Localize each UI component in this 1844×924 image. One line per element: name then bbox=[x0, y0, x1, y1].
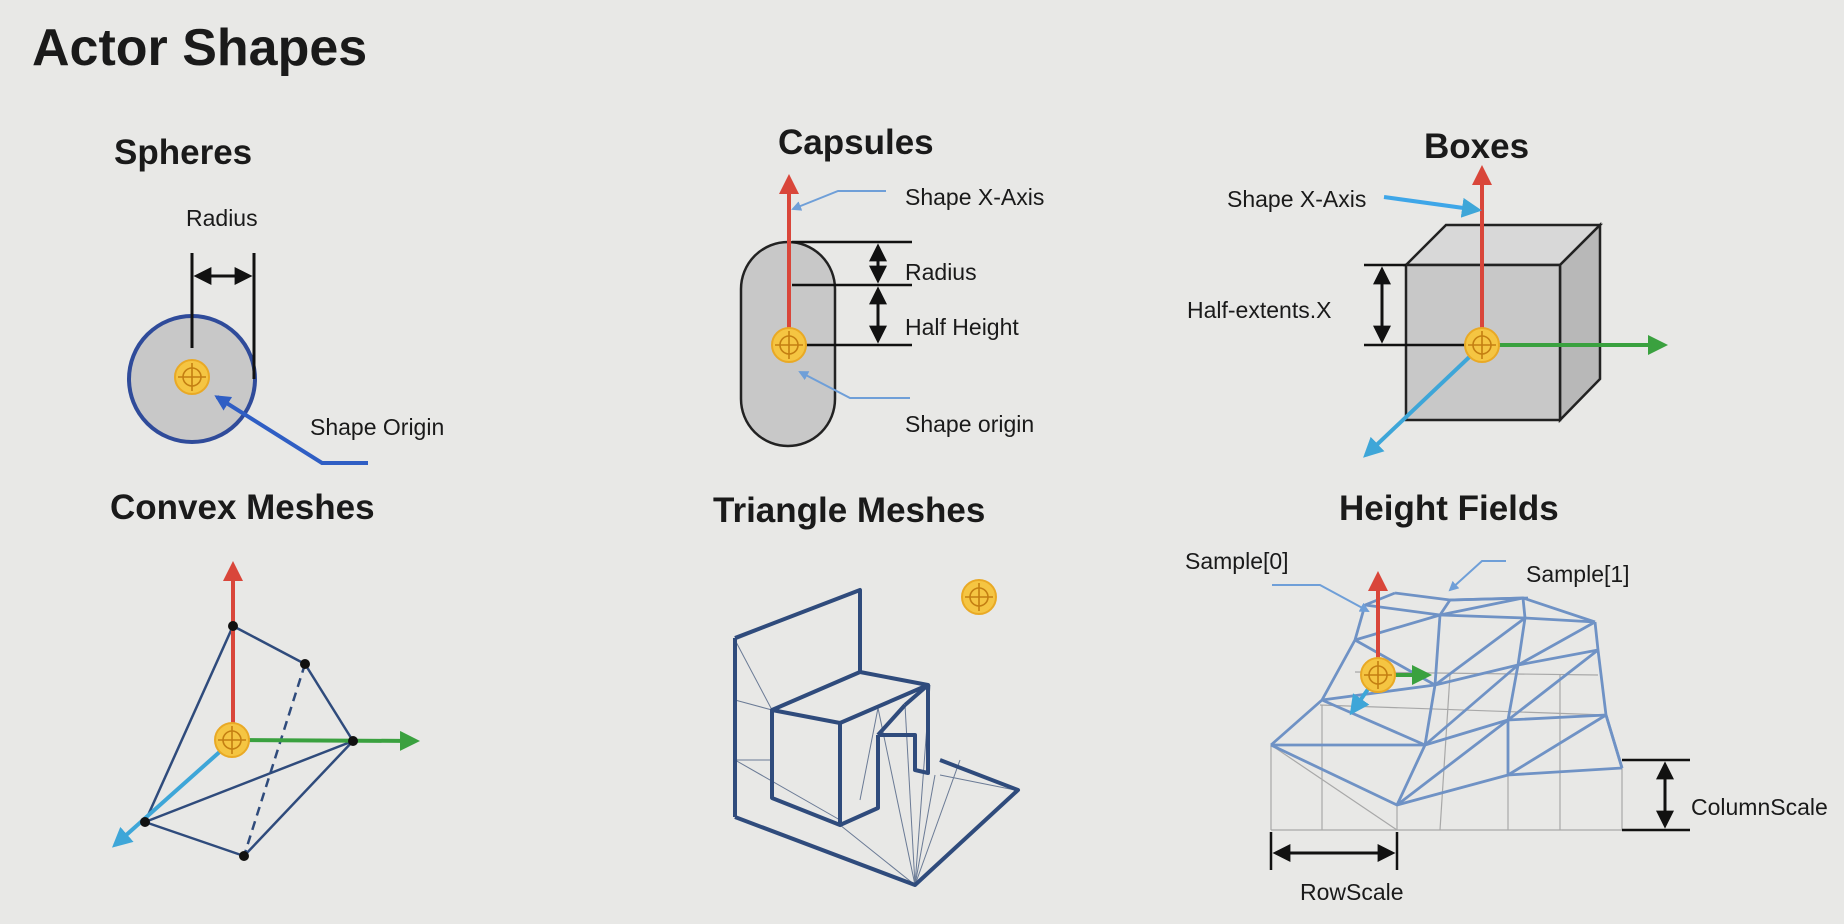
z-axis-arrow bbox=[112, 738, 235, 848]
capsules-title: Capsules bbox=[778, 123, 934, 162]
sphere-radius-label: Radius bbox=[186, 205, 258, 231]
capsule-half-height-label: Half Height bbox=[905, 314, 1019, 340]
origin-marker-icon bbox=[174, 359, 210, 395]
x-axis-pointer bbox=[1383, 195, 1482, 218]
box-half-extents-label: Half-extents.X bbox=[1187, 297, 1332, 323]
x-axis-pointer bbox=[791, 190, 886, 211]
convex-meshes-title: Convex Meshes bbox=[110, 488, 375, 527]
sample1-pointer bbox=[1448, 560, 1506, 592]
sphere-origin-label: Shape Origin bbox=[310, 414, 445, 440]
boxes-title: Boxes bbox=[1424, 127, 1530, 166]
sphere-diagram bbox=[127, 253, 368, 465]
capsule-radius-label: Radius bbox=[905, 259, 977, 285]
sample1-label: Sample[1] bbox=[1526, 561, 1630, 587]
sample0-pointer bbox=[1272, 584, 1370, 612]
page-title: Actor Shapes bbox=[32, 19, 368, 77]
height-fields-title: Height Fields bbox=[1339, 489, 1559, 528]
z-axis-arrow bbox=[1363, 343, 1484, 458]
height-field-diagram bbox=[1269, 560, 1690, 870]
capsule-diagram bbox=[739, 174, 912, 448]
box-x-axis-label: Shape X-Axis bbox=[1227, 186, 1367, 212]
sample0-label: Sample[0] bbox=[1185, 548, 1289, 574]
origin-pointer bbox=[798, 371, 910, 399]
capsule-x-axis-label: Shape X-Axis bbox=[905, 184, 1045, 210]
origin-marker-icon bbox=[1360, 657, 1396, 693]
spheres-title: Spheres bbox=[114, 133, 253, 172]
box-diagram bbox=[1363, 165, 1668, 458]
origin-marker-icon bbox=[961, 579, 997, 615]
capsule-origin-label: Shape origin bbox=[905, 411, 1035, 437]
origin-marker-icon bbox=[1464, 327, 1500, 363]
triangle-mesh-diagram bbox=[733, 579, 1020, 887]
convex-mesh-diagram bbox=[112, 561, 420, 861]
y-axis-arrow bbox=[232, 730, 420, 751]
origin-marker-icon bbox=[214, 722, 250, 758]
origin-marker-icon bbox=[771, 327, 807, 363]
row-scale-label: RowScale bbox=[1300, 879, 1404, 905]
triangle-meshes-title: Triangle Meshes bbox=[713, 491, 986, 530]
column-scale-label: ColumnScale bbox=[1691, 794, 1828, 820]
origin-pointer bbox=[214, 395, 368, 465]
